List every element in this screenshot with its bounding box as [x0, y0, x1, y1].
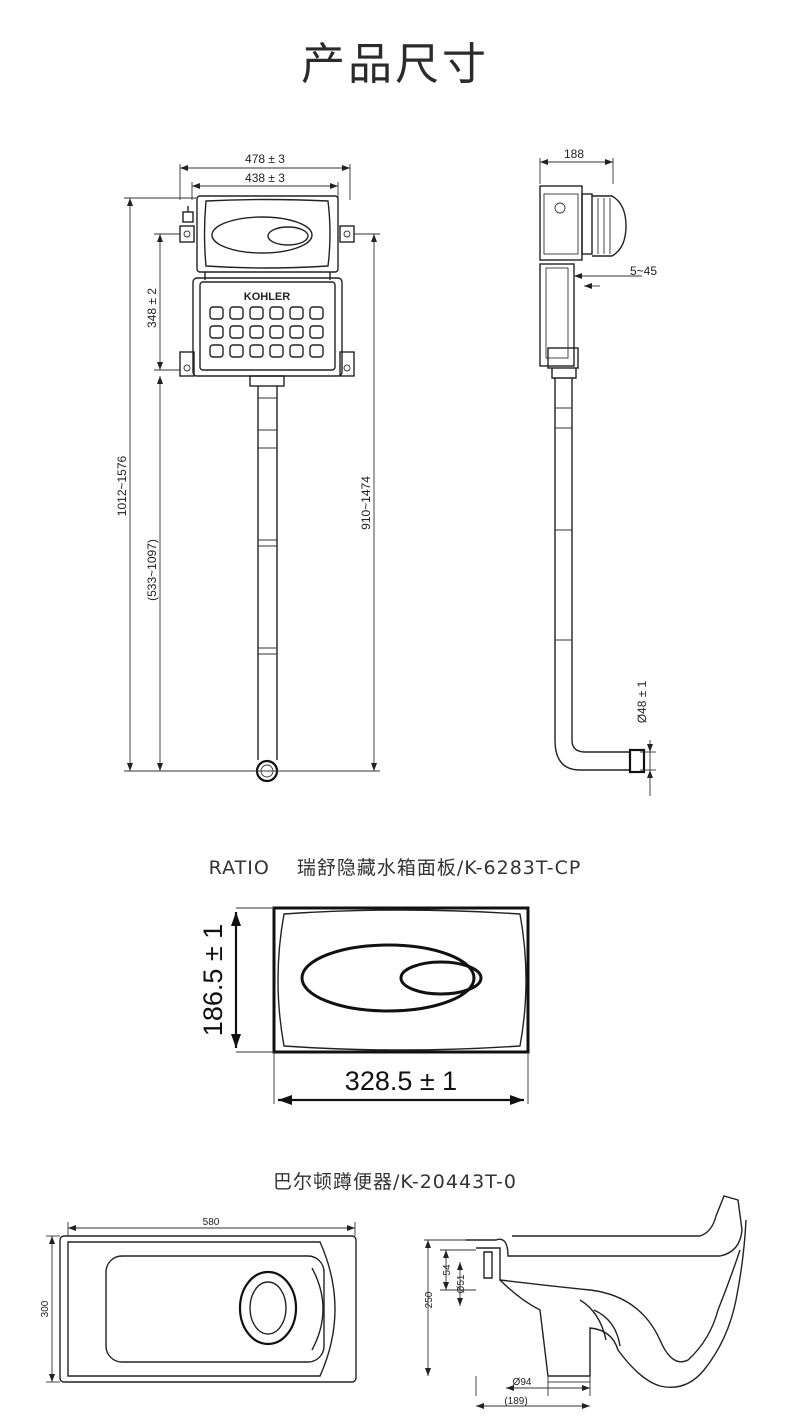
dim-width-outer: 478 ± 3 [245, 152, 285, 166]
dim-panel-height: 186.5 ± 1 [198, 924, 228, 1036]
toilet-caption: 巴尔顿蹲便器/K-20443T-0 [273, 1171, 517, 1193]
dim-height-total: 1012~1576 [115, 455, 129, 516]
dim-height-mid: 348 ± 2 [145, 288, 159, 328]
dim-toilet-w189: (189) [504, 1396, 527, 1407]
dim-height-range: (533~1097) [145, 539, 159, 601]
panel-caption: RATIO 瑞舒隐藏水箱面板/K-6283T-CP [208, 857, 582, 879]
dim-toilet-h54: 54 [442, 1264, 453, 1276]
dim-offset: 5~45 [630, 264, 657, 278]
dim-toilet-d51: Ø51 [456, 1274, 467, 1293]
dim-width-inner: 438 ± 3 [245, 171, 285, 185]
brand-label: KOHLER [244, 291, 291, 303]
dim-pipe-diameter: Ø48 ± 1 [635, 680, 649, 723]
dim-panel-width: 328.5 ± 1 [345, 1066, 457, 1096]
dim-toilet-h250: 250 [424, 1291, 435, 1308]
page-title: 产品尺寸 [301, 39, 489, 90]
dim-height-main: 910~1474 [359, 476, 373, 530]
dim-depth: 188 [564, 147, 584, 161]
dim-toilet-length: 580 [203, 1217, 220, 1228]
dim-toilet-width: 300 [40, 1300, 51, 1317]
dim-toilet-d94: Ø94 [513, 1377, 532, 1388]
